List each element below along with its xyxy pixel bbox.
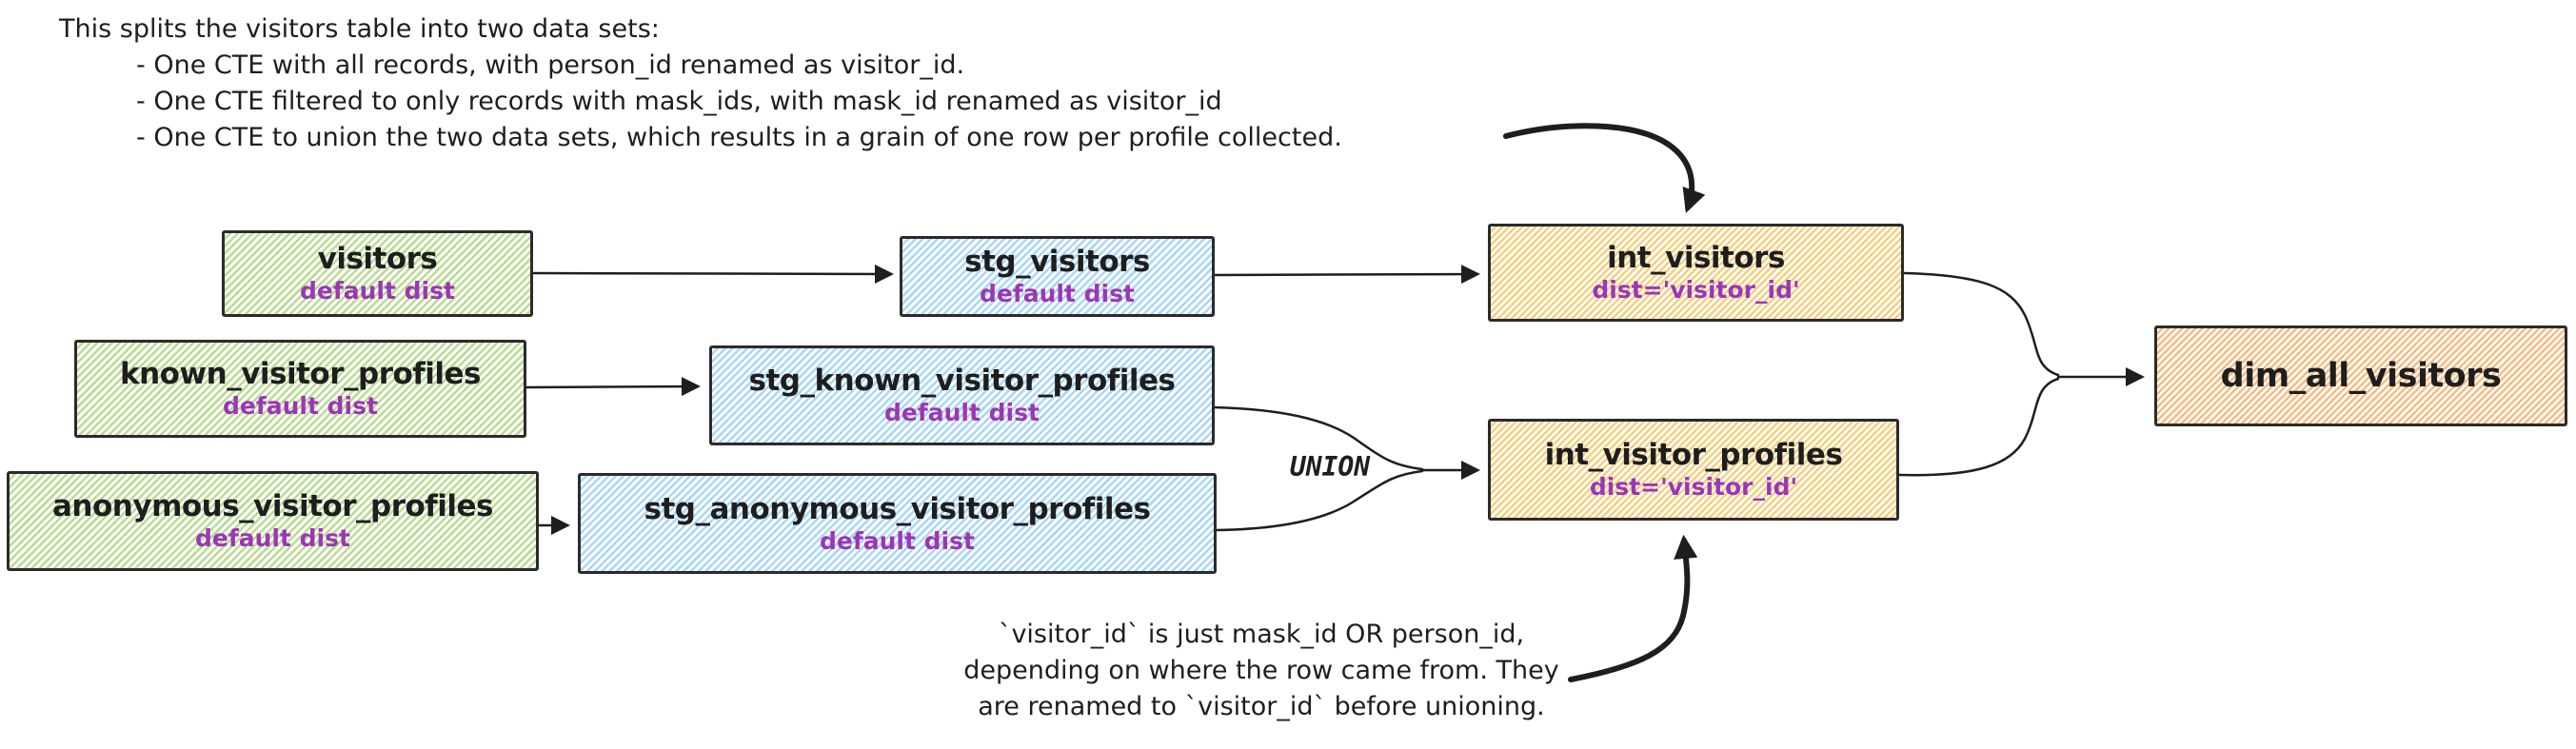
top-note-bullet-1: - One CTE with all records, with person_… [136,50,965,80]
node-int-visitors-subtitle: dist='visitor_id' [1592,276,1800,305]
node-stg-visitors-title: stg_visitors [964,245,1150,280]
node-stg-known-visitor-profiles: stg_known_visitor_profiles default dist [709,345,1215,445]
node-known-visitor-profiles: known_visitor_profiles default dist [74,340,526,438]
node-stg-anonymous-visitor-profiles: stg_anonymous_visitor_profiles default d… [578,473,1217,574]
top-note-bullet-3: - One CTE to union the two data sets, wh… [136,123,1342,152]
node-int-visitor-profiles: int_visitor_profiles dist='visitor_id' [1488,419,1899,521]
bottom-note-line-1: `visitor_id` is just mask_id OR person_i… [998,620,1525,649]
arrow-top-note-to-int-visitors [1503,123,1706,213]
node-visitors-subtitle: default dist [300,277,455,306]
node-stg-visitors-subtitle: default dist [980,280,1135,308]
node-visitors-title: visitors [317,242,438,277]
union-label: UNION [1289,451,1371,483]
bottom-note-line-3: are renamed to `visitor_id` before union… [978,692,1545,721]
curve-int-visitor-profiles-to-merge [1897,377,2060,477]
node-known-visitor-profiles-subtitle: default dist [223,392,378,421]
node-anonymous-visitor-profiles-subtitle: default dist [195,524,350,553]
node-stg-anonymous-visitor-profiles-title: stg_anonymous_visitor_profiles [644,491,1151,526]
arrow-known-to-stg-known [525,377,701,397]
node-stg-known-visitor-profiles-title: stg_known_visitor_profiles [748,364,1176,399]
node-known-visitor-profiles-title: known_visitor_profiles [120,357,482,392]
node-int-visitor-profiles-title: int_visitor_profiles [1544,438,1843,473]
bottom-note-line-2: depending on where the row came from. Th… [963,656,1559,685]
node-stg-known-visitor-profiles-subtitle: default dist [884,399,1040,427]
arrow-bottom-note-to-int-visitor-profiles [1568,534,1698,682]
curve-int-visitors-to-merge [1902,271,2060,377]
node-dim-all-visitors-title: dim_all_visitors [2220,356,2502,395]
node-int-visitors-title: int_visitors [1607,241,1785,276]
node-int-visitors: int_visitors dist='visitor_id' [1488,224,1904,322]
curve-stg-anonymous-to-union [1215,469,1424,532]
curve-stg-known-to-union [1213,405,1424,471]
node-int-visitor-profiles-subtitle: dist='visitor_id' [1589,473,1798,502]
node-anonymous-visitor-profiles: anonymous_visitor_profiles default dist [7,471,539,571]
node-stg-visitors: stg_visitors default dist [900,236,1215,317]
arrow-stg-visitors-to-int-visitors [1213,265,1480,285]
node-anonymous-visitor-profiles-title: anonymous_visitor_profiles [52,489,494,524]
node-dim-all-visitors: dim_all_visitors [2154,325,2567,426]
node-stg-anonymous-visitor-profiles-subtitle: default dist [820,526,975,555]
top-note-bullets: - One CTE with all records, with person_… [136,48,1342,156]
top-note-intro: This splits the visitors table into two … [59,14,660,44]
top-note-bullet-2: - One CTE filtered to only records with … [136,87,1222,116]
node-visitors: visitors default dist [222,230,533,317]
top-note: This splits the visitors table into two … [59,11,1342,156]
arrow-visitors-to-stg-visitors [531,264,894,284]
bottom-note: `visitor_id` is just mask_id OR person_i… [942,617,1580,725]
